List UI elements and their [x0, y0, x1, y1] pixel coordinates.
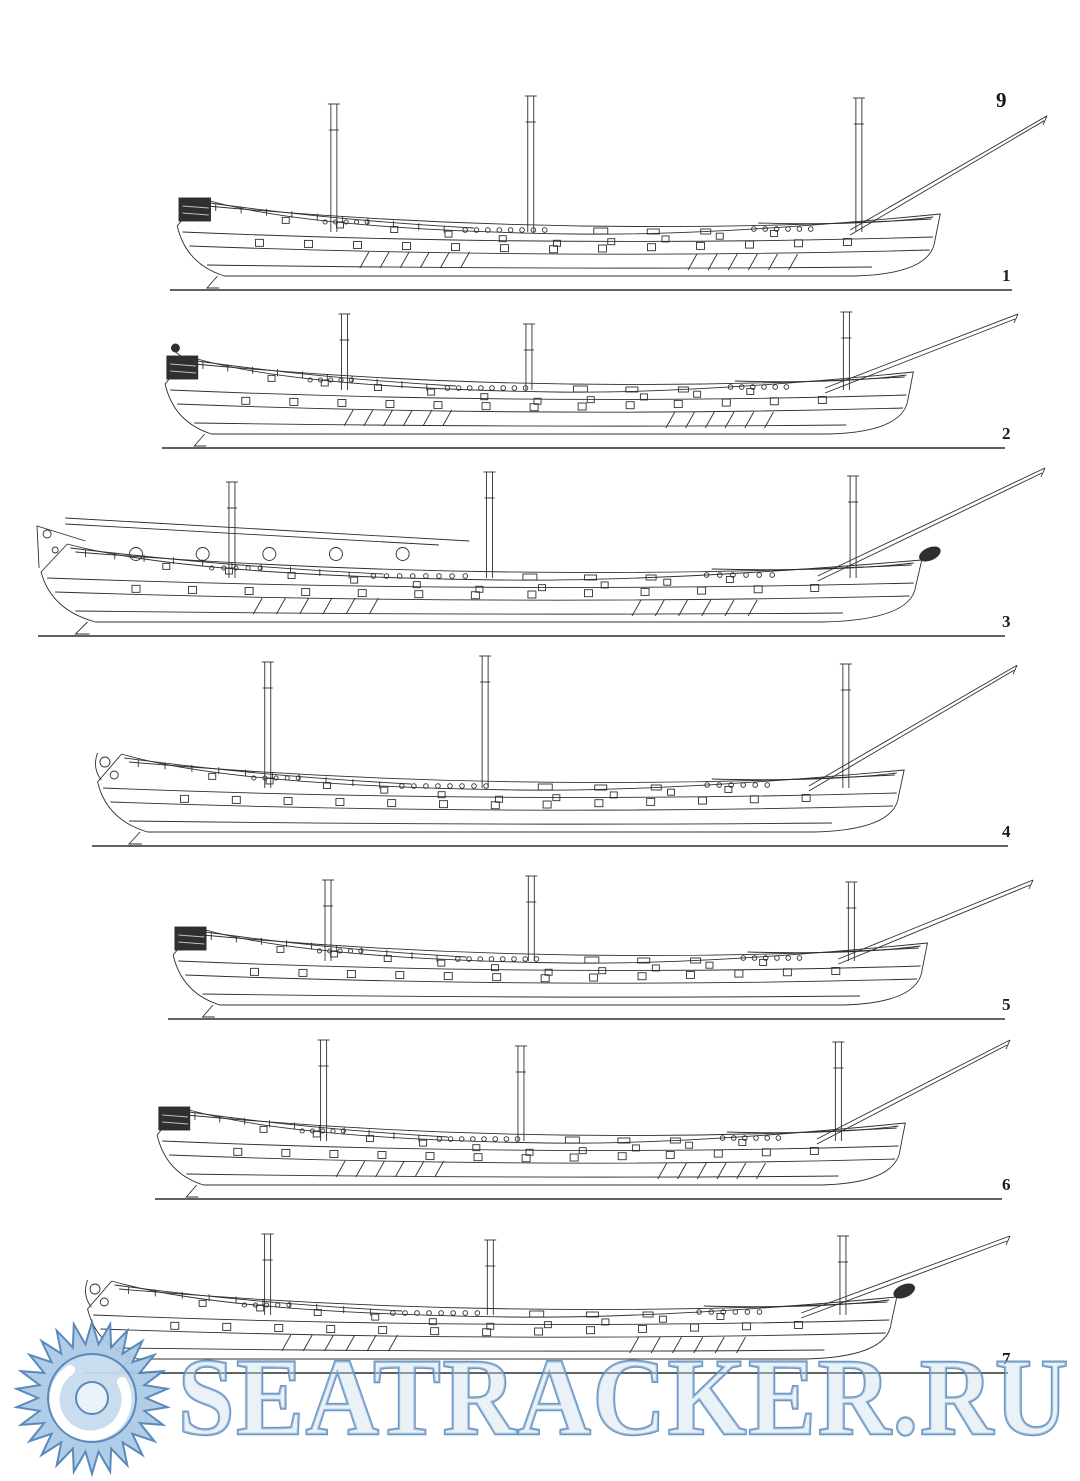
figure-number: 1	[1002, 266, 1011, 285]
ship-figure-3: 3	[0, 460, 1080, 638]
ship-figure-2: 2	[0, 306, 1080, 450]
ship-drawing-slot	[0, 872, 1080, 1021]
ship-figure-7: 7	[0, 1228, 1080, 1375]
ship-drawing-slot	[0, 1228, 1080, 1375]
figure-number: 4	[1002, 822, 1011, 841]
ship-line-drawing	[162, 311, 1019, 449]
figure-number: 2	[1002, 424, 1011, 443]
ship-figure-5: 5	[0, 872, 1080, 1021]
figure-number: 7	[1002, 1349, 1011, 1368]
figure-number: 6	[1002, 1175, 1011, 1194]
ship-line-drawing	[36, 467, 1046, 637]
ship-figure-4: 4	[0, 650, 1080, 848]
figure-number: 3	[1002, 612, 1011, 631]
ship-line-drawing	[92, 655, 1018, 847]
ship-line-drawing	[168, 875, 1034, 1020]
ship-drawing-slot	[0, 306, 1080, 450]
ship-line-drawing	[170, 95, 1048, 291]
ship-drawing-slot	[0, 460, 1080, 638]
ship-line-drawing	[85, 1233, 1011, 1374]
figure-number: 5	[1002, 995, 1011, 1014]
ship-drawing-slot	[0, 650, 1080, 848]
ship-figure-1: 1	[0, 88, 1080, 292]
page-number: 9	[996, 88, 1007, 112]
ship-figure-6: 6	[0, 1032, 1080, 1201]
ship-drawing-slot	[0, 88, 1080, 292]
ship-drawing-slot	[0, 1032, 1080, 1201]
ship-line-drawing	[155, 1039, 1011, 1200]
